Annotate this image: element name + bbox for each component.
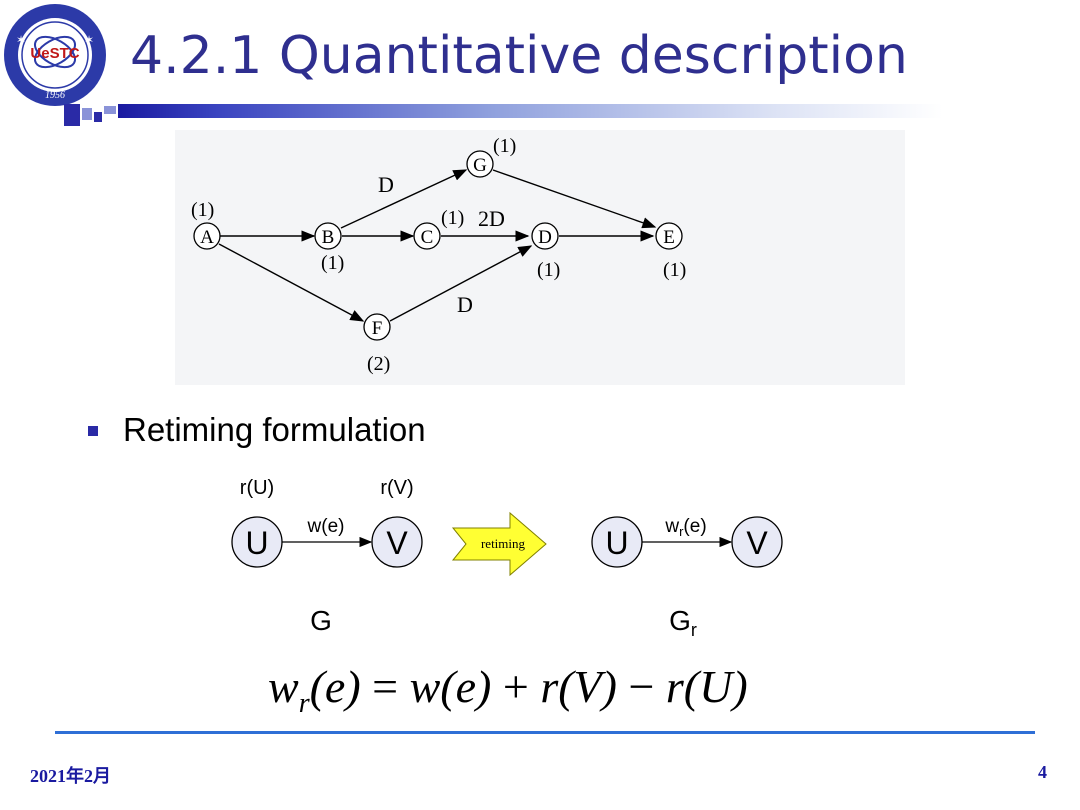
node-c-weight: (1) [441,207,464,229]
retiming-arrow-label: retiming [481,536,526,551]
node-g: G [466,150,494,178]
svg-text:B: B [322,227,335,248]
title-decoration [64,104,80,126]
label-r-v: r(V) [380,477,413,499]
svg-text:U: U [245,525,268,561]
svg-text:C: C [421,227,434,248]
node-g-weight: (1) [493,135,516,157]
node-c: C [413,222,441,250]
svg-text:E: E [663,227,675,248]
edge-label-b-g: D [378,172,394,197]
bullet-text: Retiming formulation [123,411,426,448]
svg-text:A: A [200,227,214,248]
edge-a-f [218,243,365,322]
title-decoration [104,106,116,114]
node-v: V [371,516,423,568]
edge-f-d [389,245,533,322]
edge-label-w-e: w(e) [307,516,345,537]
logo-year: 1956 [45,90,65,101]
edge-g-e [492,169,657,229]
node-v-retimed: V [731,516,783,568]
bullet-marker [88,426,98,436]
logo-star-icon: ✶ [84,33,94,47]
edge-label-f-d: D [457,292,473,317]
label-r-u: r(U) [240,477,274,499]
university-logo: UeSTC 1956 ✶ ✶ [4,4,106,106]
edge-label-c-d: 2D [478,206,505,231]
caption-gr: Gr [669,605,697,640]
retiming-formula: wr(e) = w(e) + r(V) − r(U) [268,661,748,720]
svg-text:V: V [386,525,408,561]
node-b: B [314,222,342,250]
node-a: A [193,222,221,250]
node-e: E [655,222,683,250]
footer-divider [55,731,1035,734]
node-e-weight: (1) [663,259,686,281]
node-f: F [363,313,391,341]
title-decoration [82,108,92,120]
footer-date: 2021年2月 [30,766,111,786]
node-a-weight: (1) [191,199,214,221]
node-b-weight: (1) [321,252,344,274]
edge-b-g [340,169,468,229]
retiming-arrow-icon: retiming [451,511,547,577]
page-number: 4 [1038,762,1047,782]
title-decoration [94,112,102,122]
node-d-weight: (1) [537,259,560,281]
node-f-weight: (2) [367,353,390,375]
svg-text:V: V [746,525,768,561]
logo-star-icon: ✶ [16,33,26,47]
svg-text:G: G [473,155,487,176]
title-underline-bar [118,104,943,118]
node-u-retimed: U [591,516,643,568]
svg-text:U: U [605,525,628,561]
node-u: U [231,516,283,568]
svg-text:D: D [538,227,552,248]
edge-label-wr-e: wr(e) [664,516,706,539]
retiming-diagram: r(U) r(V) U w(e) V G retiming U wr(e) V … [231,477,783,640]
logo-center-text: UeSTC [30,45,79,62]
dataflow-graph: D 2D D A (1) B (1) C (1) D (1) E (1) [175,130,905,385]
caption-g: G [310,605,332,636]
svg-text:F: F [372,318,383,339]
node-d: D [531,222,559,250]
page-title: 4.2.1 Quantitative description [130,26,908,86]
